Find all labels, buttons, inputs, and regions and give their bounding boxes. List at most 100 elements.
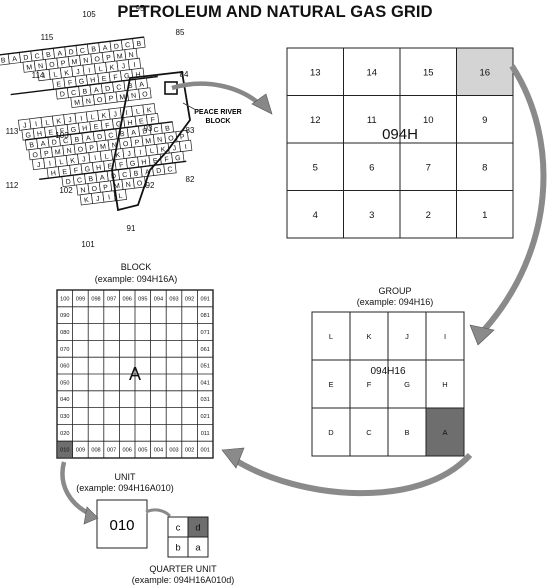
map-cell-letter: B — [120, 131, 126, 139]
map-cell-letter: E — [153, 158, 159, 166]
map-cell-letter: B — [1, 57, 7, 65]
sheet-cell-label: 7 — [426, 162, 431, 173]
sheet-cell-4 — [286, 190, 344, 239]
map-cell-letter: N — [128, 52, 134, 60]
map-cell-letter: E — [139, 118, 145, 126]
map-sheet-number: 101 — [81, 240, 95, 249]
map-cell-letter: I — [80, 116, 83, 123]
sheet-cell-14 — [343, 47, 401, 96]
map-cell-letter: I — [108, 194, 111, 201]
map-cell-letter: D — [105, 86, 111, 94]
map-cell-letter: C — [71, 90, 77, 98]
map-cell-letter: A — [131, 129, 137, 137]
block-cell-label: 051 — [201, 364, 210, 370]
map-cell-letter: C — [167, 166, 173, 174]
page-title: PETROLEUM AND NATURAL GAS GRID — [117, 3, 433, 21]
map-cell-letter: I — [35, 121, 38, 128]
quarter-unit-caption: QUARTER UNIT — [149, 564, 217, 574]
map-cell — [113, 188, 127, 202]
map-cell-letter: N — [112, 142, 118, 150]
map-cell-letter: D — [51, 139, 57, 147]
sheet-cell-label: 12 — [310, 115, 321, 126]
map-cell-letter: A — [12, 56, 18, 64]
map-cell-letter: L — [136, 108, 141, 115]
sheet-cell-label: 9 — [482, 115, 487, 126]
map-cell-letter: G — [78, 78, 84, 86]
map-cell-letter: M — [145, 138, 152, 146]
arrow-group-to-block — [233, 452, 473, 497]
sheet-cell-16 — [456, 47, 514, 96]
map-cell-letter: J — [172, 145, 176, 152]
group-cell-K — [349, 311, 389, 361]
map-cell-letter: A — [139, 81, 145, 89]
map-cell-letter: G — [130, 160, 136, 168]
group-cell-I — [425, 311, 465, 361]
map-cell-letter: L — [104, 153, 109, 160]
map-cell-letter: I — [43, 73, 46, 80]
map-cell-letter: L — [59, 159, 64, 166]
map-cell-letter: F — [60, 128, 65, 135]
arrow-sheet-to-group — [481, 64, 547, 332]
map-cell-letter: J — [68, 117, 72, 124]
map-sheet-number: 91 — [127, 224, 136, 233]
map-cell-letter: E — [107, 163, 113, 171]
arrow-block-to-unit-head — [83, 506, 99, 525]
unit-label: 010 — [109, 517, 134, 534]
arrow-unit-to-quarter — [145, 508, 172, 518]
map-cell-letter: B — [82, 88, 88, 96]
map-cell-letter: I — [133, 62, 136, 69]
map-cell-letter: K — [64, 70, 70, 78]
map-cell-letter: F — [74, 167, 79, 174]
map-cell-letter: F — [68, 80, 73, 87]
map-sheet-number: 82 — [186, 175, 195, 184]
map-cell-letter: K — [101, 113, 107, 121]
block-cell-label: 081 — [201, 313, 210, 319]
block-cell-label: 097 — [107, 296, 116, 302]
block-cell-label: 003 — [169, 448, 178, 454]
map-cell-letter: H — [135, 72, 141, 80]
group-cell-B — [387, 407, 427, 457]
map-cell-letter: L — [118, 193, 123, 200]
map-sheet-number: 102 — [59, 186, 73, 195]
map-cell-letter: H — [51, 170, 57, 178]
sheet-cell-6 — [343, 142, 401, 191]
map-cell-letter: F — [119, 162, 124, 169]
map-cell-letter: K — [84, 197, 90, 205]
block-cell-label: 060 — [60, 364, 69, 370]
map-cell-letter: J — [127, 151, 131, 158]
map-cell-letter: D — [97, 134, 103, 142]
map-cell-letter: O — [137, 180, 144, 188]
map-cell-letter: A — [86, 135, 92, 143]
map-cell-letter: B — [29, 142, 35, 150]
block-cell-label: 009 — [76, 448, 85, 454]
sheet-cell-label: 14 — [366, 67, 377, 78]
map-cell-letter: H — [82, 125, 88, 133]
map-cell-letter: K — [70, 158, 76, 166]
map-cell — [138, 87, 152, 100]
map-cell-letter: N — [157, 137, 163, 145]
map-cell-letter: O — [49, 61, 56, 69]
map-cell-letter: N — [66, 148, 72, 156]
block-cell-label: 093 — [169, 296, 178, 302]
sheet-cell-label: 6 — [369, 162, 374, 173]
block-cell-label: 021 — [201, 414, 210, 420]
map-cell-letter: I — [49, 160, 52, 167]
map-cell-letter: A — [94, 87, 100, 95]
map-cell-letter: M — [117, 53, 124, 61]
sheet-cell-label: 10 — [423, 115, 434, 126]
group-cell-A — [425, 407, 465, 457]
unit-box — [96, 499, 148, 549]
map-sheet-number: 113 — [6, 127, 19, 136]
group-cell-label: E — [328, 380, 333, 389]
map-cell-letter: O — [168, 135, 175, 143]
block-cell-label: 095 — [138, 296, 147, 302]
map-cell-letter: A — [40, 141, 46, 149]
block-cell-label: 007 — [107, 448, 116, 454]
map-cell-letter: D — [156, 168, 162, 176]
map-cell-letter: B — [46, 52, 52, 60]
group-cell-H — [425, 359, 465, 409]
sheet-cell-label: 11 — [367, 115, 377, 126]
map-cell-letter: C — [80, 48, 86, 56]
block-example: (example: 094H16A) — [94, 274, 178, 284]
